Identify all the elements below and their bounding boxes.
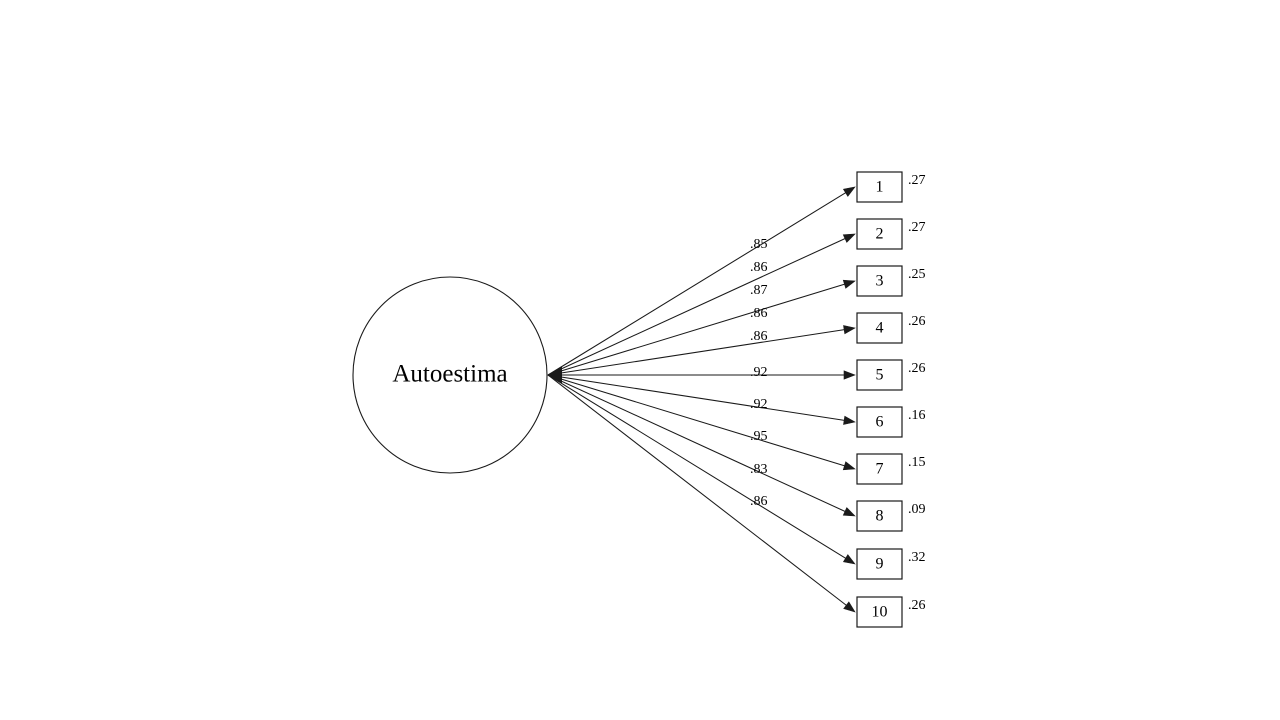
residual-label-6: .16 [908,408,926,423]
indicator-label-9: 9 [876,556,884,573]
residual-label-4: .26 [908,314,926,329]
loading-label-1: .85 [750,237,768,252]
loading-path-10 [547,374,849,607]
loading-path-1 [547,191,848,376]
loading-label-2: .86 [750,260,768,275]
loading-label-4: .86 [750,306,768,321]
loading-arrowhead-7 [842,461,856,471]
loading-path-7 [547,374,847,467]
residual-label-10: .26 [908,598,926,613]
indicator-box-9 [856,548,903,580]
residual-label-9: .32 [908,550,926,565]
loading-path-8 [547,374,848,513]
loading-arrow-group [547,186,856,613]
indicator-label-3: 3 [876,273,884,290]
indicator-label-2: 2 [876,226,884,243]
indicator-box-group: 1 2 3 4 5 6 7 8 9 10 [856,171,903,628]
residual-label-2: .27 [908,220,926,235]
residual-label-3: .25 [908,267,926,282]
loading-arrowhead-3 [842,279,856,289]
residual-label-8: .09 [908,502,926,517]
loading-arrowhead-10 [843,601,856,613]
indicator-box-8 [856,500,903,532]
loading-arrowhead-8 [842,507,856,517]
loading-arrowhead-1 [842,186,856,197]
indicator-label-4: 4 [876,320,884,337]
loading-label-3: .87 [750,283,768,298]
loading-label-10: .86 [750,494,768,509]
loading-path-9 [547,374,848,560]
loading-path-4 [547,328,847,376]
indicator-box-4 [856,312,903,344]
residual-label-1: .27 [908,173,926,188]
indicator-box-6 [856,406,903,438]
indicator-box-7 [856,453,903,485]
indicator-label-10: 10 [872,604,888,621]
latent-factor-label: Autoestima [392,361,507,388]
loading-arrowhead-9 [842,554,856,565]
loading-arrowhead-5 [843,370,856,380]
loading-label-7: .92 [750,397,768,412]
loading-label-9: .83 [750,462,768,477]
indicator-box-3 [856,265,903,297]
loading-path-6 [547,374,847,422]
loading-label-8: .95 [750,429,768,444]
loading-path-2 [547,237,848,376]
indicator-box-5 [856,359,903,391]
loading-arrowhead-2 [842,233,856,243]
latent-factor-ellipse [352,276,548,474]
residual-label-5: .26 [908,361,926,376]
loading-arrowhead-6 [843,415,856,425]
indicator-box-10 [856,596,903,628]
loading-path-3 [547,283,847,376]
indicator-label-8: 8 [876,508,884,525]
residual-label-7: .15 [908,455,926,470]
indicator-label-1: 1 [876,179,884,196]
residual-label-group: .27 .27 .25 .26 .26 .16 .15 .09 .32 .26 [908,173,926,613]
indicator-label-5: 5 [876,367,884,384]
loading-label-6: .92 [750,365,768,380]
indicator-label-6: 6 [876,414,884,431]
convergence-arrowhead [548,366,562,384]
indicator-box-1 [856,171,903,203]
loading-label-group: .85 .86 .87 .86 .86 .92 .92 .95 .83 .86 [750,237,768,509]
indicator-label-7: 7 [876,461,884,478]
loading-arrowhead-4 [843,325,856,335]
loading-label-5: .86 [750,329,768,344]
indicator-box-2 [856,218,903,250]
